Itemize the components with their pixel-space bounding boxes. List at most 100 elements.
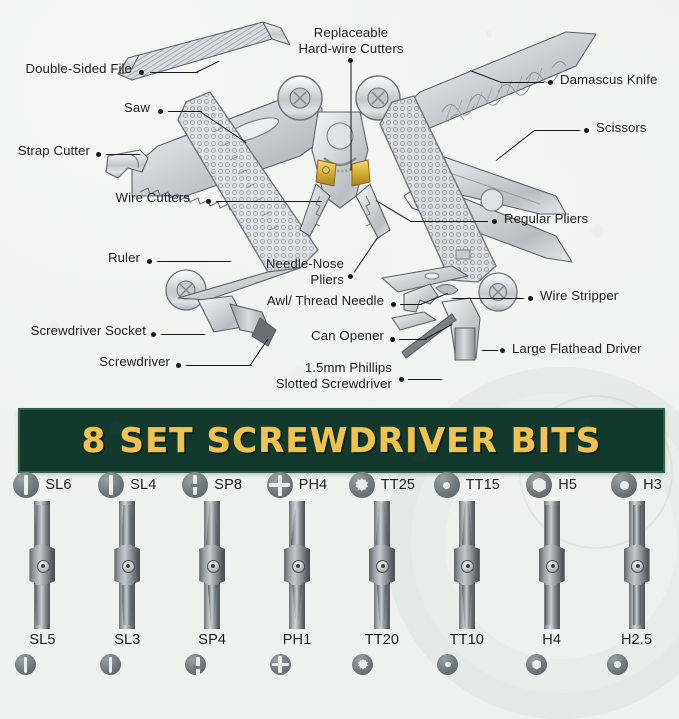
tool-part-small-phillips <box>401 313 457 359</box>
bit-logo-icon <box>546 559 560 573</box>
tool-part-large-flathead <box>441 297 481 361</box>
bit-top-label-5: TT25 <box>380 477 416 493</box>
torx-small-icon-bottom <box>437 654 459 675</box>
section-banner: 8 SET SCREWDRIVER BITS <box>18 408 665 473</box>
bit-logo-icon <box>631 559 645 573</box>
bit-bottom-label-3: SP4 <box>198 632 227 648</box>
callout-dot-regular-pliers <box>492 219 497 224</box>
callout-line-damascus-knife <box>500 82 544 83</box>
bit-top-label-7: H5 <box>558 477 578 493</box>
callout-label-saw: Saw <box>124 100 150 115</box>
callout-line-screwdriver <box>186 365 252 366</box>
bit-tip-bottom-2 <box>122 585 132 625</box>
bit-logo-icon <box>206 559 220 573</box>
callout-line-large-flathead-driver <box>482 350 498 351</box>
callout-line-strap-cutter <box>106 154 140 155</box>
bit-bottom-label-4: PH1 <box>282 632 312 648</box>
callout-label-scissors: Scissors <box>596 120 647 135</box>
bit-tip-bottom-6 <box>462 585 472 627</box>
callout-label-damascus-knife: Damascus Knife <box>560 72 658 87</box>
callout-label-regular-pliers: Regular Pliers <box>504 211 589 226</box>
bit-tip-bottom-3 <box>208 585 217 627</box>
bit-top-label-4: PH4 <box>298 477 328 493</box>
bit-bottom-label-8: H2.5 <box>620 632 653 648</box>
tool-part-wire-stripper <box>435 284 459 295</box>
callout-dot-wire-cutters <box>206 199 211 204</box>
bit-logo-icon <box>121 559 135 573</box>
bit-bottom-label-5: TT20 <box>364 632 400 648</box>
callout-label-awl-thread-needle: Awl/ Thread Needle <box>266 293 384 308</box>
bit-tip-top-7 <box>544 505 559 545</box>
callout-label-replaceable-hard-wire-cutters: Replaceable Hard-wire Cutters <box>298 25 404 56</box>
callout-line-double-sided-file <box>150 72 198 73</box>
bit-top-label-6: TT15 <box>465 477 501 493</box>
bit-tip-top-1 <box>34 505 50 545</box>
bit-tip-bottom-1 <box>35 585 50 625</box>
hex-icon-bottom <box>526 654 548 675</box>
callout-dot-screwdriver-socket <box>151 332 156 337</box>
callout-dot-wire-stripper <box>528 296 533 301</box>
bit-tip-bottom-4 <box>292 585 302 627</box>
bit-column-5: TT25 TT20 <box>340 472 425 679</box>
bit-tip-bottom-8 <box>632 585 641 625</box>
square-bit-icon <box>182 472 209 498</box>
torx-icon <box>348 472 375 498</box>
callout-line-wire-cutters <box>216 201 322 202</box>
bit-tip-top-8 <box>632 505 641 545</box>
bit-body-8 <box>622 501 652 629</box>
callout-line-scissors <box>534 130 580 131</box>
callout-dot-awl-thread-needle <box>391 302 396 307</box>
screwdriver-bits-grid: SL6 SL5 SL4 <box>0 472 679 679</box>
callout-dot-needle-nose-pliers <box>348 274 353 279</box>
bit-top-label-1: SL6 <box>45 477 72 493</box>
bit-tip-top-2 <box>122 505 133 545</box>
callout-dot-strap-cutter <box>96 152 101 157</box>
tool-part-screwdriver-socket <box>197 295 277 347</box>
multitool-illustration <box>105 21 597 361</box>
bit-logo-icon <box>376 559 390 573</box>
bit-bottom-label-7: H4 <box>542 632 562 648</box>
bit-tip-top-4 <box>290 503 304 545</box>
bit-tip-top-5 <box>375 503 389 545</box>
tool-part-left-handle <box>165 91 319 311</box>
bit-column-3: SP8 SP4 <box>170 472 255 679</box>
bit-bottom-label-6: TT10 <box>449 632 485 648</box>
bit-column-2: SL4 SL3 <box>85 472 170 679</box>
phillips-icon <box>266 472 293 498</box>
callout-line-screwdriver-socket <box>161 334 205 335</box>
slotted-icon-bottom <box>99 654 121 675</box>
callout-line-awl-thread-needle <box>400 304 422 305</box>
callout-label-large-flathead-driver: Large Flathead Driver <box>512 341 642 356</box>
bit-column-6: TT15 TT10 <box>424 472 509 679</box>
callout-dot-screwdriver <box>176 363 181 368</box>
phillips-icon-bottom <box>269 654 291 675</box>
callout-label-double-sided-file: Double-Sided File <box>25 61 132 76</box>
callout-dot-ruler <box>147 259 152 264</box>
callout-label-screwdriver-socket: Screwdriver Socket <box>30 323 146 338</box>
callout-dot-large-flathead-driver <box>500 348 505 353</box>
bit-tip-bottom-7 <box>544 585 559 625</box>
callout-dot-saw <box>158 109 163 114</box>
bit-body-6 <box>452 501 482 629</box>
callout-dot-scissors <box>584 128 589 133</box>
tool-part-awl <box>381 265 469 293</box>
callout-line-regular-pliers <box>410 221 488 222</box>
callout-dot-phillips-slotted-screwdriver <box>399 377 404 382</box>
callout-line-ruler <box>157 261 231 262</box>
tool-part-right-pivot-lower <box>478 272 518 312</box>
bit-top-label-3: SP8 <box>214 477 243 493</box>
callout-label-ruler: Ruler <box>107 250 140 265</box>
square-bit-icon-bottom <box>184 654 206 677</box>
bit-bottom-label-1: SL5 <box>29 632 56 648</box>
banner-title: 8 SET SCREWDRIVER BITS <box>81 420 602 461</box>
callout-line-replaceable-hard-wire-cutters <box>350 62 352 171</box>
bit-logo-icon <box>291 559 305 573</box>
bit-body-1 <box>27 501 57 629</box>
bit-column-1: SL6 SL5 <box>0 472 85 679</box>
callout-label-strap-cutter: Strap Cutter <box>17 143 90 158</box>
hex-small-icon-bottom <box>607 654 629 675</box>
tool-part-can-opener <box>391 283 439 331</box>
tool-part-hardwire-cutters <box>315 159 371 187</box>
callout-line-saw <box>168 111 202 112</box>
